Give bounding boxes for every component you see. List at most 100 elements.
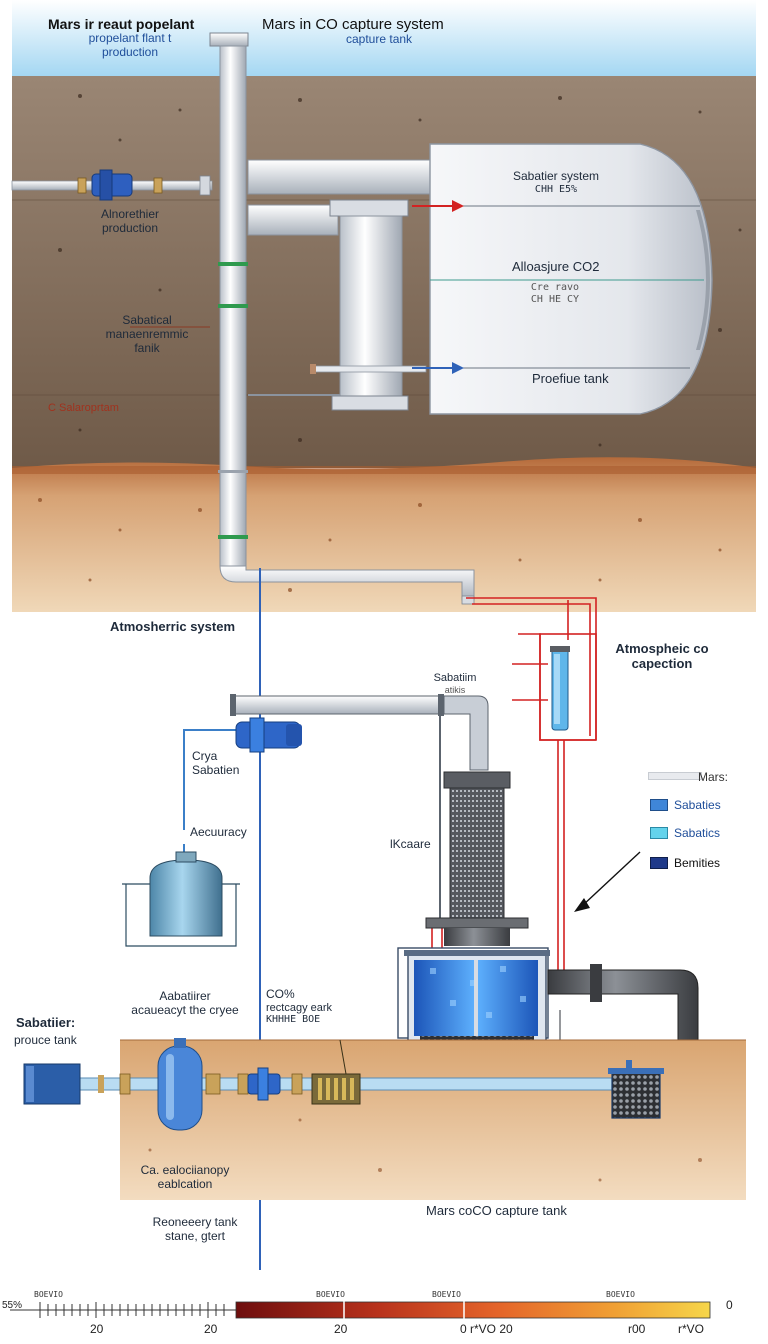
left-production-label: Alnorethier production [80, 207, 180, 236]
title-left-sub: propelant flant t production [60, 31, 200, 60]
salaroprtam-label: C Salaroprtam [48, 402, 119, 415]
ca-line1: Ca. ealociianopy [140, 1163, 230, 1177]
title-right: Mars in CO capture system [262, 16, 444, 33]
scale-top-tick-4: BOEVIO [606, 1290, 635, 1299]
sabatiim-line1: Sabatiim [433, 672, 477, 684]
main-riser-pipe [209, 32, 475, 605]
co-line3: KHHHE BOE [266, 1014, 321, 1026]
title-right-sub: capture tank [346, 32, 413, 47]
scale-bottom-tick-5: r00 [628, 1322, 646, 1336]
scale-top-tick-1: BOEVIO [34, 1290, 63, 1299]
sabatiier-label: Sabatiier: [16, 1015, 76, 1031]
right-small-tank [608, 1060, 664, 1119]
scale-bottom-tick-2: 20 [204, 1322, 218, 1336]
atmospheric-co-label: Atmospheic co capection [600, 641, 724, 672]
tank-feed-pipes [247, 159, 435, 411]
kcaare-text: lKcaare [390, 837, 431, 851]
scale-bottom-tick-1: 20 [90, 1322, 104, 1336]
accuracy-text: Aecuuracy [190, 825, 247, 839]
legend-label-bemities: Bemities [674, 856, 721, 870]
legend-label-mars: Mars: [698, 770, 728, 784]
inlet-valve[interactable] [91, 169, 133, 201]
title-left-line3: production [101, 44, 159, 59]
reoneery-line2: stane, gtert [164, 1228, 226, 1243]
scale-gradient [235, 1301, 711, 1319]
atmospheric-system-text: Atmosherric system [110, 619, 235, 634]
prouce-tank-label: prouce tank [14, 1033, 77, 1048]
scale-bottom-tick-3: 20 [334, 1322, 348, 1336]
red-lines [431, 597, 597, 970]
crya-line2: Sabatien [192, 762, 240, 777]
aabatiirer-label: Aabatiirer acaueacyt the cryee [110, 989, 260, 1018]
alnorethier-text: Alnorethier [100, 207, 160, 221]
legend-swatch-mars [648, 772, 702, 780]
capture-tank [429, 143, 713, 415]
reoneery-line1: Reoneeery tank [152, 1215, 238, 1229]
co-line1: CO% [266, 987, 295, 1001]
sabatical-line1: Sabatical [122, 313, 172, 327]
tank-label-1-line2: CHH E5% [534, 183, 578, 195]
mars-capture-tank-label: Mars coCO capture tank [426, 1203, 567, 1219]
sabatical-label: Sabatical manaenremmic fanik [92, 313, 202, 355]
flow-arrows-top [130, 200, 464, 374]
mars-capture-text: Mars coCO capture tank [426, 1203, 567, 1218]
co-line2: rectcagy eark [266, 1001, 333, 1014]
produce-tank-block [23, 1063, 81, 1105]
legend-swatch-sabaties [650, 799, 668, 811]
reoneery-label: Reoneeery tank stane, gtert [130, 1215, 260, 1244]
sabatier-reactor-column [425, 771, 529, 946]
crya-line1: Crya [192, 749, 218, 763]
tank-label-4-text: Proefiue tank [532, 371, 609, 386]
accuracy-label: Aecuuracy [190, 825, 247, 840]
bottom-valve-assembly[interactable] [247, 1067, 281, 1101]
atmospheric-system-label: Atmosherric system [110, 619, 235, 635]
title-right-line1: Mars in CO capture system [262, 16, 444, 33]
sabatiim-label: Sabatiim atikis [420, 672, 490, 695]
sabatiier-line1: Sabatiier: [16, 1015, 76, 1030]
arrow-to-reactor [574, 851, 641, 912]
ca-line2: eablcation [157, 1176, 213, 1191]
crya-label: Crya Sabatien [192, 749, 240, 778]
title-left: Mars ir reaut popelant [48, 16, 194, 32]
legend: Mars: Sabaties Sabatics Bemities [646, 766, 758, 876]
ca-label: Ca. ealociianopy eablcation [120, 1163, 250, 1192]
legend-swatch-bemities [650, 857, 668, 869]
scale-bottom-tick-4: 0 r*VO 20 [460, 1322, 513, 1336]
tank-label-crerave: Cre ravo CH HE CY [500, 282, 610, 305]
scale-right-value: 0 [726, 1298, 733, 1312]
accuracy-vessel [122, 851, 240, 947]
upper-gray-pipe [230, 694, 489, 920]
tank-label-proefiue: Proefiue tank [532, 371, 609, 387]
tank-label-1-line1: Sabatier system [512, 169, 600, 183]
tank-label-sabatier-system: Sabatier system CHH E5% [486, 169, 626, 195]
kcaare-label: lKcaare [390, 837, 431, 852]
co-percent-label: CO% rectcagy eark KHHHE BOE [266, 987, 333, 1026]
title-left-line2: propelant flant t [88, 31, 172, 45]
tank-label-3-line2: CH HE CY [530, 293, 580, 305]
atmospheric-co-line2: capection [631, 655, 693, 671]
atmospheric-co-line1: Atmospheic co [615, 641, 709, 656]
recovery-energy-box [311, 1039, 361, 1105]
title-left-line1: Mars ir reaut popelant [48, 16, 195, 32]
title-right-line2: capture tank [346, 32, 413, 46]
scale-top-tick-3: BOEVIO [432, 1290, 461, 1299]
salaroprtam-text: C Salaroprtam [48, 402, 119, 414]
legend-label-sabaties: Sabaties [674, 798, 721, 812]
legend-swatch-sabatics [650, 827, 668, 839]
production-text: production [101, 220, 159, 235]
tank-label-alloasjure: Alloasjure CO2 [512, 259, 600, 275]
scale-left-pct: 55% [2, 1300, 23, 1311]
crya-compressor[interactable] [235, 717, 302, 753]
sabatical-line2: manaenremmic [105, 326, 189, 341]
tank-label-3-line1: Cre ravo [530, 282, 580, 293]
legend-label-sabatics: Sabatics [674, 826, 721, 840]
aabatiirer-line2: acaueacyt the cryee [131, 1002, 239, 1017]
atmospheric-co-capture-unit [550, 646, 570, 731]
tank-label-2-text: Alloasjure CO2 [512, 259, 600, 274]
sabatiier-line2: prouce tank [14, 1033, 77, 1047]
scale-top-tick-2: BOEVIO [316, 1290, 345, 1299]
scale-bottom-tick-6: r*VO [678, 1322, 705, 1336]
scale-bar [10, 1298, 711, 1320]
bottom-blue-vessel [157, 1038, 203, 1131]
